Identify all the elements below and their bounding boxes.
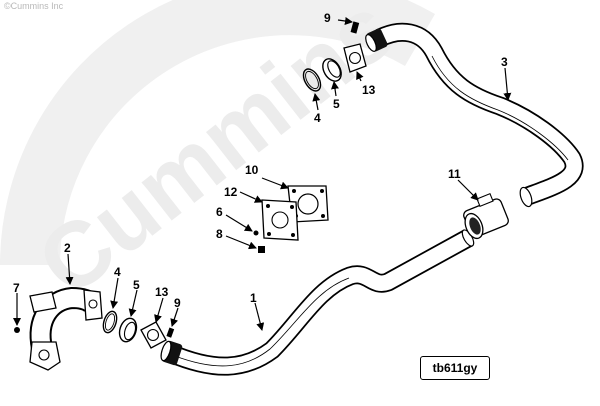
callout-1: 1 xyxy=(250,291,257,305)
seal-ring-4-bottom xyxy=(102,310,118,334)
gasket-13-top xyxy=(343,43,367,73)
callout-8: 8 xyxy=(216,227,223,241)
gasket-13-bottom xyxy=(140,321,167,349)
callout-9-top: 9 xyxy=(324,11,331,25)
capscrew-9-bottom xyxy=(166,327,175,338)
callout-6: 6 xyxy=(216,205,223,219)
diagram-id-label: tb611gy xyxy=(420,356,490,380)
callout-2: 2 xyxy=(64,241,71,255)
seal-ring-4-top xyxy=(302,68,322,92)
callout-9-bottom: 9 xyxy=(174,296,181,310)
washer-6 xyxy=(253,230,259,236)
pipe-clamp-top xyxy=(365,28,388,52)
exhaust-pipe-upper xyxy=(365,22,584,208)
callout-13-bottom: 13 xyxy=(155,285,169,299)
exhaust-pipe-main xyxy=(160,229,475,376)
exhaust-elbow xyxy=(29,287,103,371)
callout-7: 7 xyxy=(13,281,20,295)
leader-arrows xyxy=(13,17,512,331)
pipe-clamp-bottom xyxy=(160,340,183,366)
copyright-text: ©Cummins Inc xyxy=(4,1,64,11)
ring-5-top xyxy=(322,58,342,82)
callout-4-bottom: 4 xyxy=(114,265,121,279)
callout-5-top: 5 xyxy=(333,97,340,111)
gasket-12 xyxy=(261,199,299,241)
callout-5-bottom: 5 xyxy=(133,278,140,292)
callout-4-top: 4 xyxy=(314,111,321,125)
callout-3: 3 xyxy=(501,55,508,69)
fitting-7 xyxy=(14,327,20,333)
callout-11: 11 xyxy=(448,167,461,181)
ring-5-bottom xyxy=(118,317,138,343)
flange-plate-10 xyxy=(287,185,329,223)
callout-13-top: 13 xyxy=(362,83,376,97)
clamp-11 xyxy=(463,192,509,240)
callout-10: 10 xyxy=(245,163,259,177)
capscrew-8 xyxy=(258,246,265,253)
callout-12: 12 xyxy=(224,185,238,199)
